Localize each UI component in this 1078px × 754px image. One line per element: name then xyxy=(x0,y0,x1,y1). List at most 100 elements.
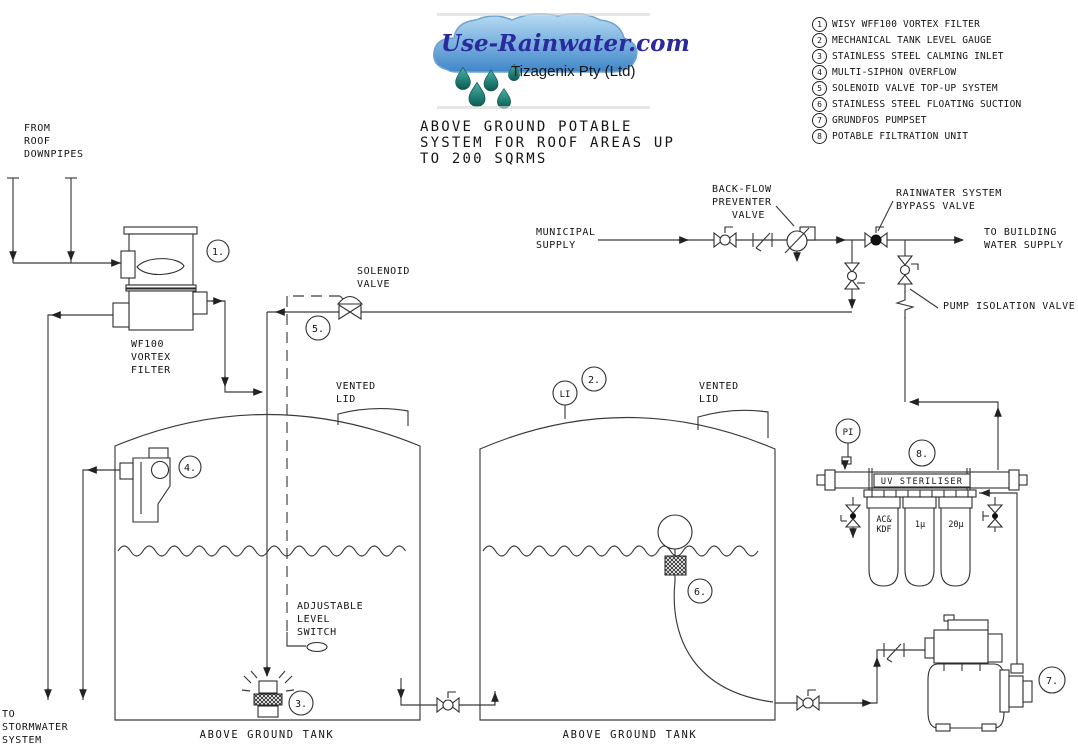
logo-company-text: Tizagenix Pty (Ltd) xyxy=(511,63,636,80)
filter-cartridge-2 xyxy=(904,507,935,587)
legend-circle-3: 3 xyxy=(812,48,827,64)
storage-tanks xyxy=(114,408,776,721)
inter-tank-valve xyxy=(436,691,460,714)
cartridge3-label: 20µ xyxy=(948,520,963,530)
bypass-valve-label: RAINWATER SYSTEM BYPASS VALVE xyxy=(896,188,1002,212)
legend-label-4: MULTI-SIPHON OVERFLOW xyxy=(832,66,957,78)
pump-isolation-label: PUMP ISOLATION VALVE xyxy=(943,301,1076,312)
calming-inlet xyxy=(241,670,295,718)
vortex-filter xyxy=(112,226,208,331)
filter-drain-valve xyxy=(840,504,862,528)
uv-steriliser-label: UV STERILISER xyxy=(881,477,963,487)
left-water-line xyxy=(117,545,406,557)
cartridge2-label: 1µ xyxy=(915,520,925,530)
to-stormwater-label: TO STORMWATER SYSTEM xyxy=(2,709,69,746)
right-tank-outline xyxy=(479,416,776,721)
filter-funnel-icon xyxy=(136,258,185,275)
callout-4: 4. xyxy=(184,463,196,474)
logo-graphic xyxy=(433,13,638,109)
legend-label-8: POTABLE FILTRATION UNIT xyxy=(832,130,969,142)
legend-circle-6: 6 xyxy=(812,96,827,112)
filter-inlet-valve xyxy=(982,504,1004,528)
suction-strainer-icon xyxy=(664,555,687,576)
svg-text:LI: LI xyxy=(560,390,571,400)
legend-label-1: WISY WFF100 VORTEX FILTER xyxy=(832,18,980,30)
legend-item-7: 7 GRUNDFOS PUMPSET xyxy=(812,112,1021,128)
legend-circle-4: 4 xyxy=(812,64,827,80)
logo-site-text: Use-Rainwater.com xyxy=(441,30,690,57)
legend-label-7: GRUNDFOS PUMPSET xyxy=(832,114,927,126)
legend-label-5: SOLENOID VALVE TOP-UP SYSTEM xyxy=(832,82,998,94)
legend-circle-2: 2 xyxy=(812,32,827,48)
level-indicator-gauge: LI xyxy=(552,380,578,406)
backflow-preventer-label: BACK-FLOW PREVENTER VALVE xyxy=(712,184,772,221)
leader-lines xyxy=(775,200,939,309)
callout-7: 7. xyxy=(1046,676,1058,687)
potable-filtration-unit: UV STERILISER AC& KDF 1µ 20µ xyxy=(816,468,1028,587)
level-switch-control xyxy=(286,295,348,653)
callout-6: 6. xyxy=(694,587,706,598)
left-tank-outline xyxy=(114,413,421,721)
multi-siphon-overflow xyxy=(119,447,171,523)
legend-item-6: 6 STAINLESS STEEL FLOATING SUCTION xyxy=(812,96,1021,112)
solenoid-valve xyxy=(336,295,364,321)
pipe-break-icon xyxy=(895,291,915,319)
cartridge1-label-bottom: KDF xyxy=(876,525,891,535)
top-up-branch-valve xyxy=(843,262,865,290)
callout-markers: 1. 2. 3. 4. 5. 6. 7. 8. xyxy=(178,239,1066,716)
from-roof-label: FROM ROOF DOWNPIPES xyxy=(24,123,84,160)
legend-label-6: STAINLESS STEEL FLOATING SUCTION xyxy=(832,98,1022,110)
left-tank-label: ABOVE GROUND TANK xyxy=(199,729,335,741)
right-vented-lid-shape xyxy=(697,409,769,438)
municipal-supply-label: MUNICIPAL SUPPLY xyxy=(536,227,596,251)
legend-label-3: STAINLESS STEEL CALMING INLET xyxy=(832,50,1004,62)
filter-cartridge-1 xyxy=(868,507,899,587)
logo-top-strip xyxy=(437,13,650,16)
legend-item-3: 3 STAINLESS STEEL CALMING INLET xyxy=(812,48,1021,64)
right-tank-label: ABOVE GROUND TANK xyxy=(562,729,698,741)
pump-isolation-valve xyxy=(895,255,919,319)
floating-suction-hose xyxy=(673,580,774,703)
flow-arrows xyxy=(9,236,1002,707)
backflow-preventer-valve xyxy=(784,226,816,254)
legend-circle-7: 7 xyxy=(812,112,827,128)
tank-outlet-valve xyxy=(796,689,820,712)
right-water-line xyxy=(482,545,759,557)
filter-cartridge-3 xyxy=(940,507,971,587)
adjustable-level-switch-label: ADJUSTABLE LEVEL SWITCH xyxy=(297,601,364,638)
legend-item-8: 8 POTABLE FILTRATION UNIT xyxy=(812,128,1021,144)
municipal-ball-valve xyxy=(713,226,737,249)
vented-lid-left-label: VENTED LID xyxy=(336,381,376,405)
pressure-indicator-gauge: PI xyxy=(835,418,861,465)
callout-5: 5. xyxy=(312,324,324,335)
to-building-label: TO BUILDING WATER SUPPLY xyxy=(984,227,1064,251)
logo-bottom-strip xyxy=(437,106,650,109)
callout-8: 8. xyxy=(916,449,928,460)
svg-text:PI: PI xyxy=(843,428,854,438)
legend-label-2: MECHANICAL TANK LEVEL GAUGE xyxy=(832,34,992,46)
callout-1: 1. xyxy=(212,247,224,258)
callout-2: 2. xyxy=(588,375,600,386)
grundfos-pumpset xyxy=(924,614,1033,732)
raindrop-icons xyxy=(455,63,520,109)
left-vented-lid-shape xyxy=(337,408,409,426)
drawing-title: ABOVE GROUND POTABLE SYSTEM FOR ROOF ARE… xyxy=(420,119,676,167)
floating-suction xyxy=(657,514,693,581)
spray-marks-icon xyxy=(241,670,295,692)
legend-item-5: 5 SOLENOID VALVE TOP-UP SYSTEM xyxy=(812,80,1021,96)
vented-lid-right-label: VENTED LID xyxy=(699,381,739,405)
cartridge1-label-top: AC& xyxy=(876,515,892,525)
legend-circle-5: 5 xyxy=(812,80,827,96)
callout-3: 3. xyxy=(295,699,307,710)
wf100-filter-label: WF100 VORTEX FILTER xyxy=(131,339,171,376)
solenoid-valve-label: SOLENOID VALVE xyxy=(357,266,410,290)
legend-item-2: 2 MECHANICAL TANK LEVEL GAUGE xyxy=(812,32,1021,48)
legend-circle-8: 8 xyxy=(812,128,827,144)
float-switch-icon xyxy=(306,641,328,653)
municipal-check-valve xyxy=(752,232,773,252)
rainwater-bypass-valve xyxy=(864,226,888,249)
float-ball-icon xyxy=(657,514,693,550)
